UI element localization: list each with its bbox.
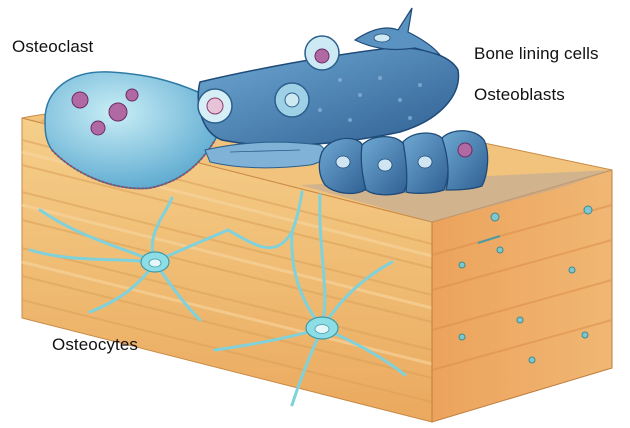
flat-lining-cells <box>205 142 325 168</box>
lining-cell-top <box>355 8 440 55</box>
osteocyte-1 <box>141 252 169 272</box>
osteocytes-label: Osteocytes <box>52 335 138 355</box>
bone-lining-cells-label: Bone lining cells <box>474 44 599 64</box>
osteocyte-2 <box>306 317 338 339</box>
bone-lining-cells <box>198 36 458 145</box>
osteoclast-label: Osteoclast <box>12 37 93 57</box>
osteoblasts-label: Osteoblasts <box>474 85 565 105</box>
osteoblast-cells <box>319 131 487 195</box>
